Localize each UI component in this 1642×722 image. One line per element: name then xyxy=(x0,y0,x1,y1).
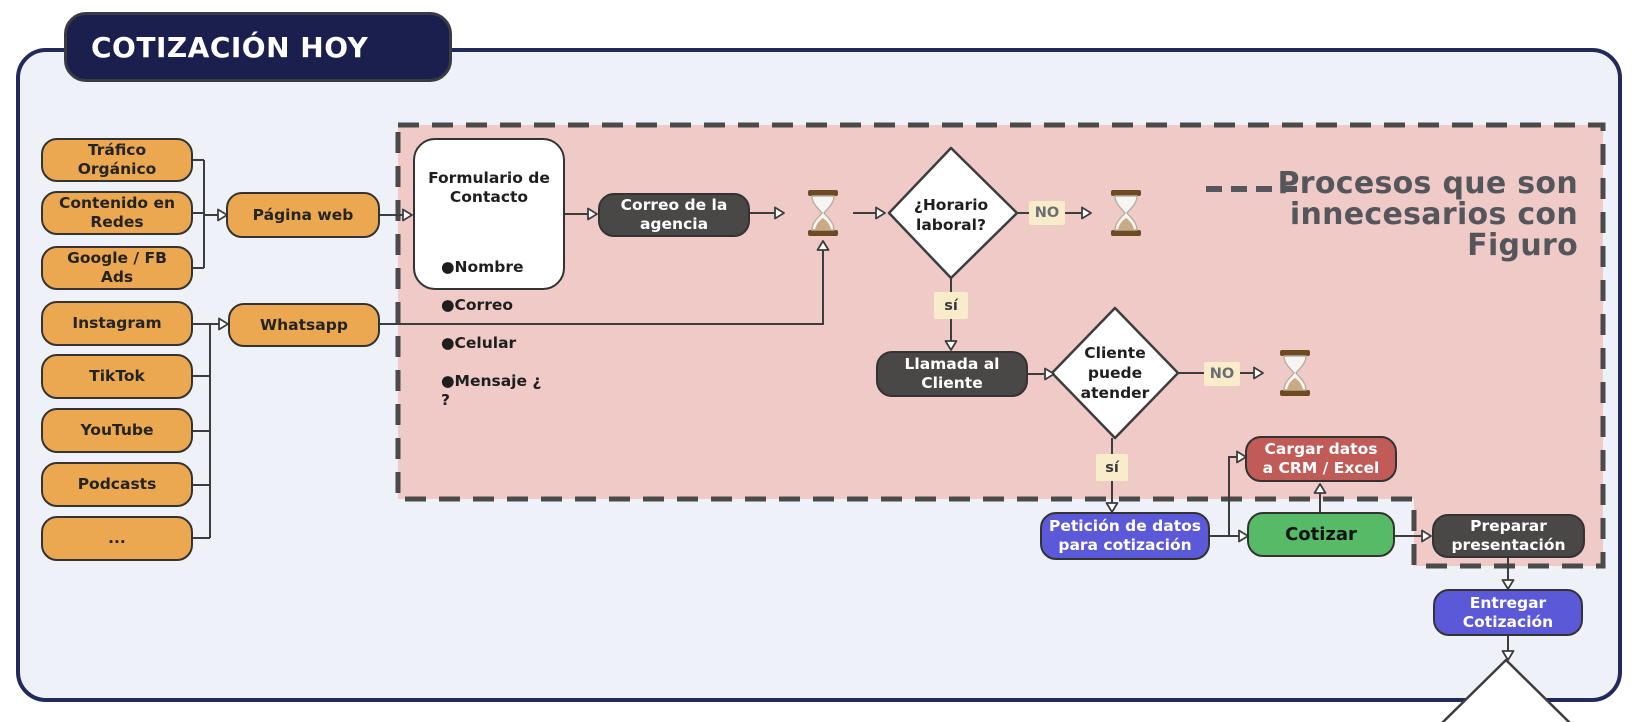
node-preparar-presentacion[interactable]: Preparar presentación xyxy=(1432,514,1585,558)
formulario-title: Formulario de Contacto xyxy=(428,169,550,206)
hourglass-icon xyxy=(806,190,840,236)
hourglass-icon xyxy=(1109,190,1143,236)
node-whatsapp[interactable]: Whatsapp xyxy=(228,303,380,347)
node-entregar-cotizacion[interactable]: Entregar Cotización xyxy=(1433,589,1583,636)
node-more-channels[interactable]: ... xyxy=(41,516,193,561)
node-podcasts[interactable]: Podcasts xyxy=(41,462,193,507)
diagram-title: COTIZACIÓN HOY xyxy=(91,30,369,64)
formulario-field-mensaje: ●Mensaje ¿ ? xyxy=(441,372,542,409)
formulario-field-celular: ●Celular xyxy=(441,334,517,352)
edge-label-no-cliente: NO xyxy=(1204,362,1240,386)
node-youtube[interactable]: YouTube xyxy=(41,408,193,453)
edge-label-no-horario: NO xyxy=(1029,201,1065,225)
node-pagina-web[interactable]: Página web xyxy=(226,192,380,238)
node-formulario-contacto[interactable]: Formulario de Contacto ●Nombre ●Correo ●… xyxy=(413,138,565,409)
node-peticion-datos[interactable]: Petición de datos para cotización xyxy=(1040,512,1210,560)
decision-cliente-puede-atender[interactable]: Cliente puede atender xyxy=(1080,344,1150,402)
node-correo-agencia[interactable]: Correo de la agencia xyxy=(598,193,750,237)
edge-label-si-cliente: sí xyxy=(1096,454,1128,481)
node-trafico-organico[interactable]: Tráfico Orgánico xyxy=(41,138,193,182)
diagram-container xyxy=(16,48,1622,702)
formulario-field-nombre: ●Nombre xyxy=(441,258,524,276)
node-llamada-cliente[interactable]: Llamada al Cliente xyxy=(876,351,1028,397)
node-tiktok[interactable]: TikTok xyxy=(41,354,193,399)
node-instagram[interactable]: Instagram xyxy=(41,301,193,346)
zone-annotation: Procesos que son innecesarios con Figuro xyxy=(1277,166,1578,263)
formulario-fields: ●Nombre ●Correo ●Celular ●Mensaje ¿ ? xyxy=(423,239,555,429)
diagram-title-box: COTIZACIÓN HOY xyxy=(64,12,452,82)
formulario-field-correo: ●Correo xyxy=(441,296,513,314)
node-contenido-redes[interactable]: Contenido en Redes xyxy=(41,191,193,235)
node-cotizar[interactable]: Cotizar xyxy=(1247,512,1395,557)
hourglass-icon xyxy=(1278,350,1312,396)
node-google-fb-ads[interactable]: Google / FB Ads xyxy=(41,246,193,290)
edge-label-si-horario: sí xyxy=(934,292,968,319)
node-cargar-datos-crm[interactable]: Cargar datos a CRM / Excel xyxy=(1245,436,1397,482)
decision-horario-laboral[interactable]: ¿Horario laboral? xyxy=(913,196,989,234)
